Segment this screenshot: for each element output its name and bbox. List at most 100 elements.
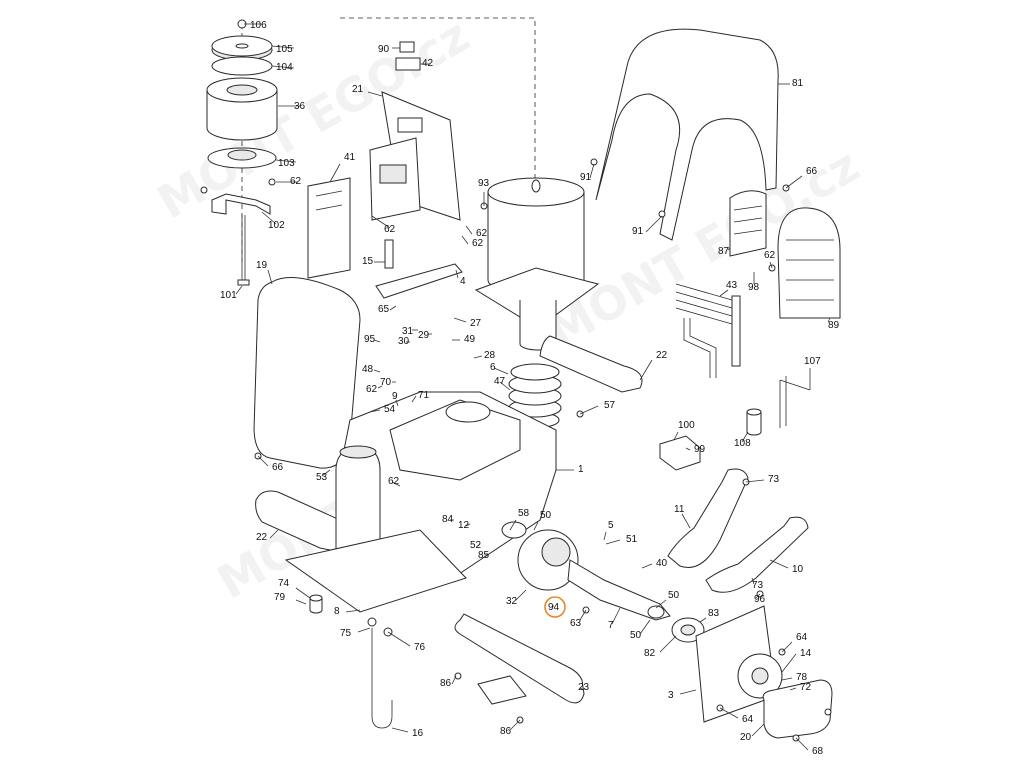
leader-line-8 xyxy=(345,609,361,613)
leader-line-62g xyxy=(391,481,401,487)
callout-107: 107 xyxy=(804,356,821,367)
callout-66b: 66 xyxy=(272,462,284,473)
callout-95: 95 xyxy=(364,334,376,345)
leader-line-41 xyxy=(329,163,341,183)
callout-93: 93 xyxy=(478,178,490,189)
callout-68: 68 xyxy=(812,746,824,757)
leader-line-14 xyxy=(781,653,797,673)
callout-50c: 50 xyxy=(630,630,642,641)
leader-line-9 xyxy=(395,399,399,407)
leader-line-100 xyxy=(673,431,679,441)
leader-line-50c xyxy=(639,619,651,635)
leader-line-89 xyxy=(827,317,831,323)
leader-line-74 xyxy=(295,587,311,599)
callout-103: 103 xyxy=(278,158,295,169)
leader-line-108 xyxy=(741,431,749,443)
leader-line-50a xyxy=(533,521,539,531)
control-board xyxy=(307,177,351,279)
foam-bar-upper xyxy=(539,335,643,393)
callout-70: 70 xyxy=(380,377,392,388)
callout-43: 43 xyxy=(726,280,738,291)
leader-line-78 xyxy=(781,677,793,681)
leader-line-7 xyxy=(611,607,621,625)
callout-53: 53 xyxy=(316,472,328,483)
leader-line-53 xyxy=(321,469,331,477)
callout-27: 27 xyxy=(470,318,482,329)
leader-line-87 xyxy=(727,247,731,251)
leader-line-52 xyxy=(477,543,481,547)
leader-line-65 xyxy=(389,305,397,311)
leader-line-50b xyxy=(655,599,667,609)
leader-line-32 xyxy=(515,589,527,601)
callout-11: 11 xyxy=(674,504,685,515)
callout-98: 98 xyxy=(748,282,760,293)
leader-line-91b xyxy=(645,215,663,233)
leader-line-48 xyxy=(373,369,381,373)
leader-line-73b xyxy=(751,577,755,585)
callout-84: 84 xyxy=(442,514,454,525)
callout-23: 23 xyxy=(578,682,590,693)
leader-line-3 xyxy=(679,689,697,695)
leader-line-68 xyxy=(795,737,809,751)
callout-19: 19 xyxy=(256,260,268,271)
leader-line-75 xyxy=(357,627,371,633)
callout-layer: 1061051043610362102191019042214162159362… xyxy=(220,20,840,757)
callout-62a: 62 xyxy=(290,176,302,187)
drive-gear xyxy=(501,521,671,621)
leader-line-22a xyxy=(639,359,653,381)
callout-50a: 50 xyxy=(540,510,552,521)
callout-7: 7 xyxy=(608,620,614,631)
callout-102: 102 xyxy=(268,220,285,231)
callout-73b: 73 xyxy=(752,580,764,591)
leader-line-73a xyxy=(745,479,765,483)
callout-15: 15 xyxy=(362,256,374,267)
callout-62f: 62 xyxy=(366,384,378,395)
leader-line-86a xyxy=(451,675,457,685)
callout-5: 5 xyxy=(608,520,614,531)
callout-8: 8 xyxy=(334,606,340,617)
leader-line-83 xyxy=(699,617,707,623)
callout-48: 48 xyxy=(362,364,374,375)
leader-line-54 xyxy=(369,409,381,413)
callout-83: 83 xyxy=(708,608,720,619)
leader-line-82 xyxy=(659,635,677,653)
leader-line-21 xyxy=(367,91,383,97)
leader-line-71 xyxy=(411,395,417,403)
leader-line-63 xyxy=(579,609,587,621)
anchor-bolt xyxy=(371,628,393,729)
leader-line-28 xyxy=(473,355,483,359)
callout-64b: 64 xyxy=(742,714,754,725)
release-arm-upper xyxy=(667,468,749,568)
callout-64a: 64 xyxy=(796,632,808,643)
leader-line-64a xyxy=(781,641,793,653)
callout-10: 10 xyxy=(792,564,804,575)
callout-31: 31 xyxy=(402,326,414,337)
leader-line-4 xyxy=(455,269,459,279)
callout-29: 29 xyxy=(418,330,430,341)
callout-50b: 50 xyxy=(668,590,680,601)
callout-71: 71 xyxy=(418,390,430,401)
callout-12: 12 xyxy=(458,520,470,531)
callout-87: 87 xyxy=(718,246,730,257)
wire-harness xyxy=(675,283,741,378)
callout-20: 20 xyxy=(740,732,752,743)
leader-line-23 xyxy=(579,687,585,691)
leader-line-64b xyxy=(719,707,739,719)
callout-47: 47 xyxy=(494,376,506,387)
callout-14: 14 xyxy=(800,648,812,659)
leader-line-104 xyxy=(271,65,295,69)
callout-54: 54 xyxy=(384,404,396,415)
leader-line-27 xyxy=(453,317,467,323)
callout-91a: 91 xyxy=(580,172,592,183)
callout-63: 63 xyxy=(570,618,582,629)
callout-91b: 91 xyxy=(632,226,644,237)
callout-75: 75 xyxy=(340,628,352,639)
callout-21: 21 xyxy=(352,84,364,95)
leader-line-62c xyxy=(465,225,473,235)
callout-62b: 62 xyxy=(384,224,396,235)
release-arm-lower xyxy=(705,516,809,593)
leader-line-22b xyxy=(269,529,279,539)
callout-62c: 62 xyxy=(476,228,488,239)
